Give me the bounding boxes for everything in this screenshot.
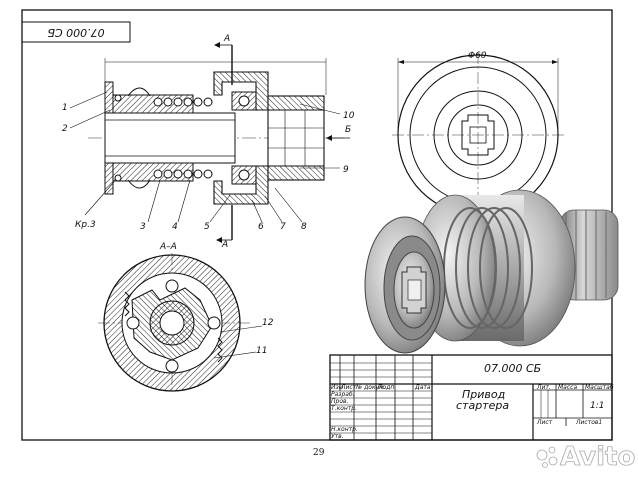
callout-8: 8 (301, 222, 307, 232)
callout-5: 5 (204, 222, 210, 232)
callout-kr3: Кр.3 (75, 220, 96, 230)
section-a-a-view: А–А 12 11 (98, 242, 274, 393)
watermark-text: Avito (560, 442, 635, 472)
section-mark-top: А (223, 34, 230, 44)
row-utv: Утв. (331, 433, 344, 440)
callout-2: 2 (62, 124, 68, 134)
scale-value: 1:1 (590, 401, 604, 411)
col-scale: Масштаб (585, 384, 614, 391)
callout-10: 10 (343, 111, 355, 121)
callout-7: 7 (280, 222, 286, 232)
header-doc: № докум. (355, 384, 386, 391)
header-izm: Изм (331, 384, 344, 391)
title-block (329, 354, 613, 441)
top-code-stamp: 07.000 СБ (21, 21, 131, 43)
callout-11: 11 (256, 346, 267, 356)
avito-watermark: Avito (536, 442, 636, 472)
section-a-a-title: А–А (159, 242, 177, 252)
render-3d-pinion (364, 189, 619, 354)
title-block-code: 07.000 СБ (484, 362, 541, 375)
sheets-label: Листов1 (575, 419, 602, 426)
callout-12: 12 (262, 318, 274, 328)
top-code-text: 07.000 СБ (47, 26, 104, 39)
title-block-name-1: Привод (462, 388, 505, 401)
callout-9: 9 (343, 165, 349, 175)
diameter-label: Φ60 (468, 51, 487, 61)
col-lit: Лит. (536, 384, 551, 391)
header-date: Дата (414, 384, 431, 391)
section-mark-side: Б (345, 125, 351, 135)
callout-4: 4 (172, 222, 178, 232)
callout-6: 6 (258, 222, 264, 232)
row-prov: Пров. (331, 398, 349, 405)
callout-1: 1 (62, 103, 68, 113)
sheet-label: Лист (536, 419, 553, 426)
section-mark-bottom: А (221, 240, 228, 250)
col-mass: Масса (558, 384, 577, 391)
callout-3: 3 (140, 222, 146, 232)
title-block-name-2: стартера (456, 399, 509, 412)
main-section-view: А А (62, 34, 355, 250)
header-list: Лист (340, 384, 357, 391)
row-nkontr: Н.контр. (331, 426, 358, 433)
row-razrab: Разраб. (331, 391, 355, 398)
side-view: Φ60 (392, 51, 564, 218)
page-number: 29 (313, 448, 325, 458)
row-tkontr: Т.контр. (331, 405, 357, 412)
header-sign: Подп. (378, 384, 396, 391)
